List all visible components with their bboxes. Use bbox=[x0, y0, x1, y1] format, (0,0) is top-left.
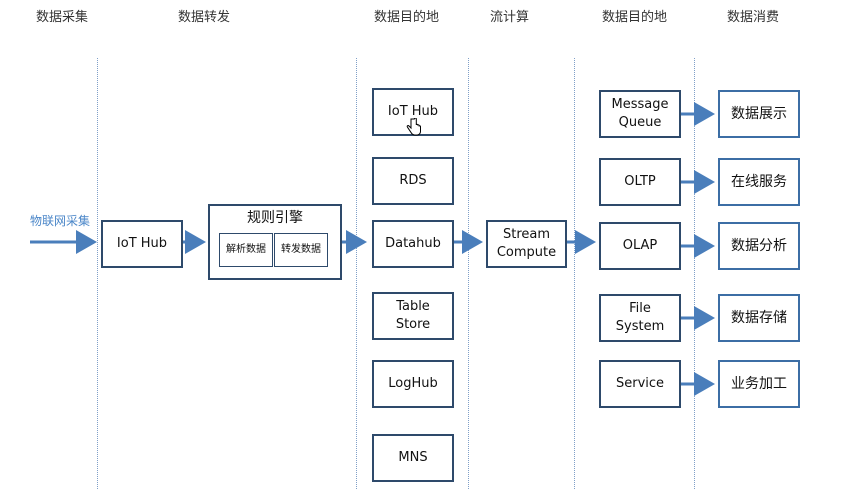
column-divider bbox=[97, 58, 98, 489]
consumer-online-node[interactable]: 在线服务 bbox=[718, 158, 800, 206]
column-title-collect: 数据采集 bbox=[36, 10, 89, 25]
column-divider bbox=[468, 58, 469, 489]
hand-cursor-icon bbox=[406, 118, 421, 136]
parse-data-node[interactable]: 解析数据 bbox=[219, 233, 273, 267]
column-divider bbox=[356, 58, 357, 489]
column-title-forward: 数据转发 bbox=[178, 10, 231, 25]
olap-node[interactable]: OLAP bbox=[599, 222, 681, 270]
consumer-display-node[interactable]: 数据展示 bbox=[718, 90, 800, 138]
consumer-business-node[interactable]: 业务加工 bbox=[718, 360, 800, 408]
column-divider bbox=[574, 58, 575, 489]
column-title-destination-2: 数据目的地 bbox=[602, 10, 668, 25]
dest-loghub-node[interactable]: LogHub bbox=[372, 360, 454, 408]
dest-rds-node[interactable]: RDS bbox=[372, 157, 454, 205]
stream-compute-node[interactable]: Stream Compute bbox=[486, 220, 567, 268]
consumer-analysis-node[interactable]: 数据分析 bbox=[718, 222, 800, 270]
dest-table-store-node[interactable]: Table Store bbox=[372, 292, 454, 340]
dest-mns-node[interactable]: MNS bbox=[372, 434, 454, 482]
rule-engine-title: 规则引擎 bbox=[247, 210, 303, 226]
column-title-stream: 流计算 bbox=[490, 10, 530, 25]
dest-datahub-node[interactable]: Datahub bbox=[372, 220, 454, 268]
file-system-node[interactable]: File System bbox=[599, 294, 681, 342]
oltp-node[interactable]: OLTP bbox=[599, 158, 681, 206]
service-node[interactable]: Service bbox=[599, 360, 681, 408]
column-title-consume: 数据消费 bbox=[727, 10, 780, 25]
column-title-destination: 数据目的地 bbox=[374, 10, 440, 25]
message-queue-node[interactable]: Message Queue bbox=[599, 90, 681, 138]
forward-data-node[interactable]: 转发数据 bbox=[274, 233, 328, 267]
source-label: 物联网采集 bbox=[30, 214, 91, 228]
column-divider bbox=[694, 58, 695, 489]
rule-engine-node[interactable]: 规则引擎 解析数据 转发数据 bbox=[208, 204, 342, 280]
consumer-storage-node[interactable]: 数据存储 bbox=[718, 294, 800, 342]
iot-hub-node[interactable]: IoT Hub bbox=[101, 220, 183, 268]
